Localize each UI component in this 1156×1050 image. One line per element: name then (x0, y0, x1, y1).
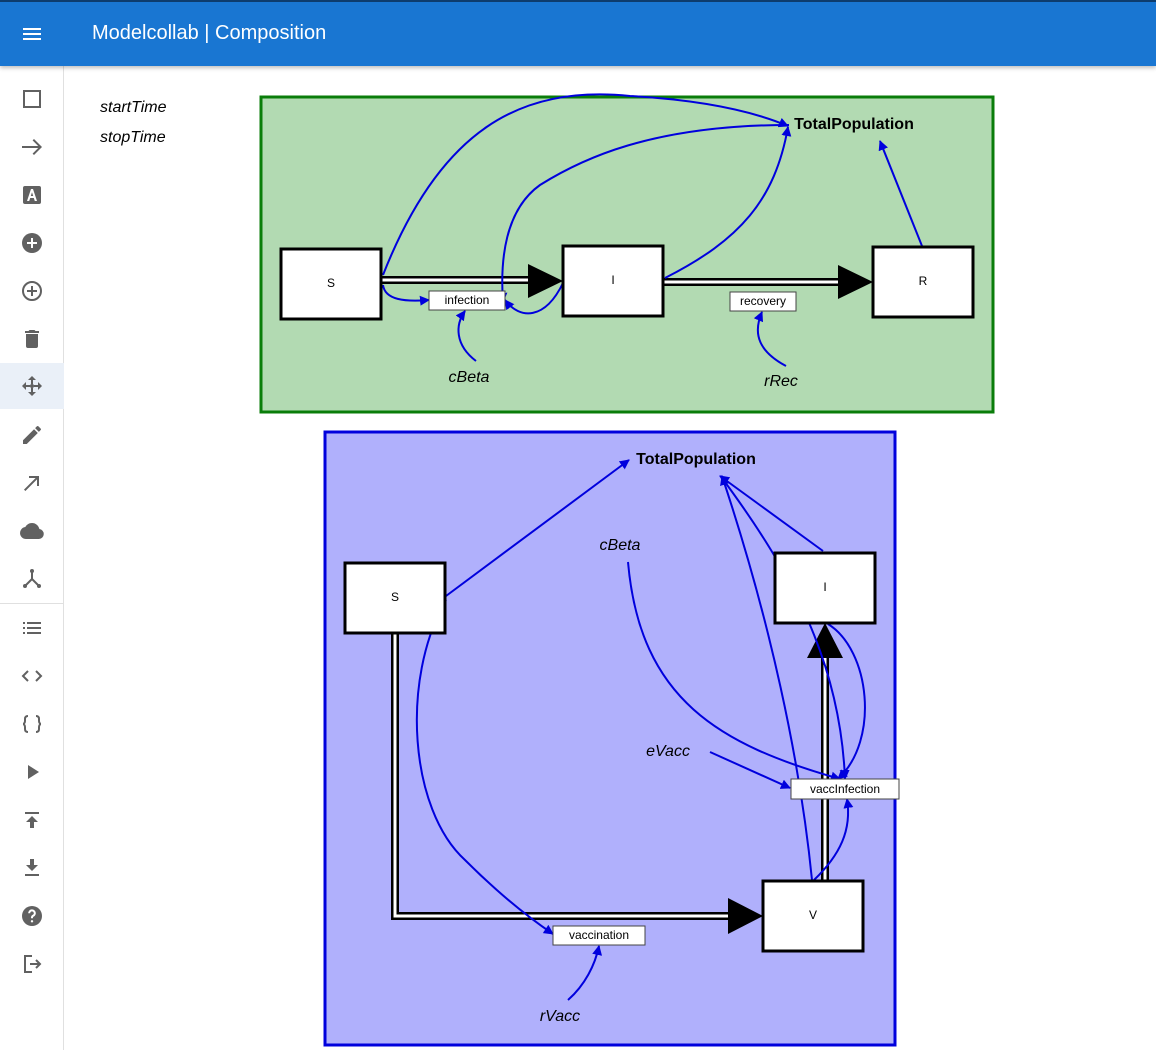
stock-s-2-label: S (391, 590, 399, 604)
upload-icon (20, 808, 44, 832)
sidebar-toolbar (0, 66, 64, 1050)
connection-v-vaccinfection[interactable] (813, 798, 854, 881)
stock-i[interactable] (561, 244, 665, 318)
connection-cbeta-vaccinfection[interactable] (627, 561, 841, 782)
connection-i-vaccinfection[interactable] (827, 623, 866, 780)
module-vaccination[interactable]: S I V vaccination vaccInfection TotalPop… (323, 430, 900, 1047)
flow-pipe-vaccinfection (807, 623, 843, 882)
toolbar-divider (0, 603, 64, 604)
connection-v-total[interactable] (720, 475, 813, 881)
logout-icon (20, 952, 44, 976)
connection-s-vaccination[interactable] (415, 599, 554, 935)
connection-i-total-2[interactable] (719, 475, 824, 552)
flow-vaccinfection-label: vaccInfection (810, 782, 880, 796)
module-sir[interactable]: S I R infection recovery cBeta rRec Tota… (259, 93, 995, 414)
square-outline-icon (20, 87, 44, 111)
braces-icon (20, 712, 44, 736)
stock-i-label: I (611, 273, 614, 287)
run-button[interactable] (0, 749, 64, 795)
sum-variable-totalpopulation-2[interactable]: TotalPopulation (636, 451, 756, 468)
flow-infection-label: infection (445, 293, 490, 307)
move-icon (20, 374, 44, 398)
list-button[interactable] (0, 605, 64, 651)
fork-icon (20, 567, 44, 591)
flow-recovery-label: recovery (740, 294, 786, 308)
compose-button[interactable] (0, 556, 64, 602)
connection-rrec-recovery[interactable] (753, 311, 787, 367)
plus-circle-outline-icon (20, 279, 44, 303)
add-text-button[interactable] (0, 172, 64, 218)
play-icon (20, 760, 44, 784)
plus-circle-icon (20, 231, 44, 255)
flow-vaccinfection[interactable] (790, 778, 900, 800)
add-parameter-button[interactable] (0, 220, 64, 266)
add-stock-button[interactable] (0, 76, 64, 122)
connection-s-infection[interactable] (382, 284, 430, 306)
connection-i-infection[interactable] (504, 282, 564, 315)
add-cloud-button[interactable] (0, 508, 64, 554)
stock-i-2-label: I (823, 580, 826, 594)
stock-s-2[interactable] (343, 561, 447, 635)
code-icon (20, 664, 44, 688)
parameter-rrec[interactable]: rRec (764, 373, 798, 390)
menu-button[interactable] (14, 16, 50, 52)
stock-v[interactable] (761, 879, 865, 953)
stock-s-label: S (327, 276, 335, 290)
help-icon (20, 904, 44, 928)
flow-recovery[interactable] (729, 291, 797, 312)
pencil-icon (20, 423, 44, 447)
module-vaccination-frame (323, 430, 897, 1047)
download-icon (20, 856, 44, 880)
connection-cbeta-infection[interactable] (455, 310, 477, 362)
edit-button[interactable] (0, 412, 64, 458)
logout-button[interactable] (0, 941, 64, 987)
json-button[interactable] (0, 701, 64, 747)
move-button[interactable] (0, 363, 64, 409)
connection-rvacc-vaccination[interactable] (567, 945, 603, 1001)
sum-variable-totalpopulation[interactable]: TotalPopulation (794, 116, 914, 133)
delete-button[interactable] (0, 316, 64, 362)
stock-i-2[interactable] (773, 551, 877, 625)
add-flow-button[interactable] (0, 124, 64, 170)
stock-r[interactable] (871, 245, 975, 319)
connection-r-total[interactable] (878, 140, 923, 247)
connection-total-infection[interactable] (497, 124, 790, 303)
trash-icon (20, 327, 44, 351)
add-sum-variable-button[interactable] (0, 268, 64, 314)
arrow-right-icon (20, 135, 44, 159)
list-icon (20, 616, 44, 640)
code-button[interactable] (0, 653, 64, 699)
parameter-starttime[interactable]: startTime (100, 99, 167, 116)
connection-evacc-vaccinfection[interactable] (709, 751, 791, 789)
flow-pipe-recovery (663, 265, 873, 299)
app-bar: Modelcollab | Composition (0, 0, 1156, 66)
flow-vaccination-label: vaccination (569, 928, 629, 942)
stock-r-label: R (919, 274, 928, 288)
parameter-cbeta[interactable]: cBeta (449, 369, 490, 386)
parameter-evacc[interactable]: eVacc (646, 743, 690, 760)
upload-button[interactable] (0, 797, 64, 843)
text-box-icon (20, 183, 44, 207)
app-title: Modelcollab | Composition (92, 22, 327, 44)
connection-s-total[interactable] (382, 93, 789, 276)
menu-icon (20, 22, 44, 46)
connection-i-total[interactable] (664, 126, 792, 279)
flow-infection[interactable] (428, 290, 506, 311)
stock-s[interactable] (279, 247, 383, 321)
parameter-stoptime[interactable]: stopTime (100, 129, 166, 146)
cloud-icon (20, 519, 44, 543)
download-button[interactable] (0, 845, 64, 891)
arrow-diagonal-icon (20, 471, 44, 495)
help-button[interactable] (0, 893, 64, 939)
parameter-cbeta-2[interactable]: cBeta (600, 537, 641, 554)
flow-pipe-vaccination (391, 632, 763, 934)
connection-s-total-2[interactable] (445, 459, 630, 597)
parameter-rvacc[interactable]: rVacc (540, 1008, 580, 1025)
flow-vaccination[interactable] (552, 925, 646, 946)
stock-v-label: V (809, 908, 817, 922)
flow-pipe-infection (381, 264, 563, 298)
add-connection-button[interactable] (0, 460, 64, 506)
